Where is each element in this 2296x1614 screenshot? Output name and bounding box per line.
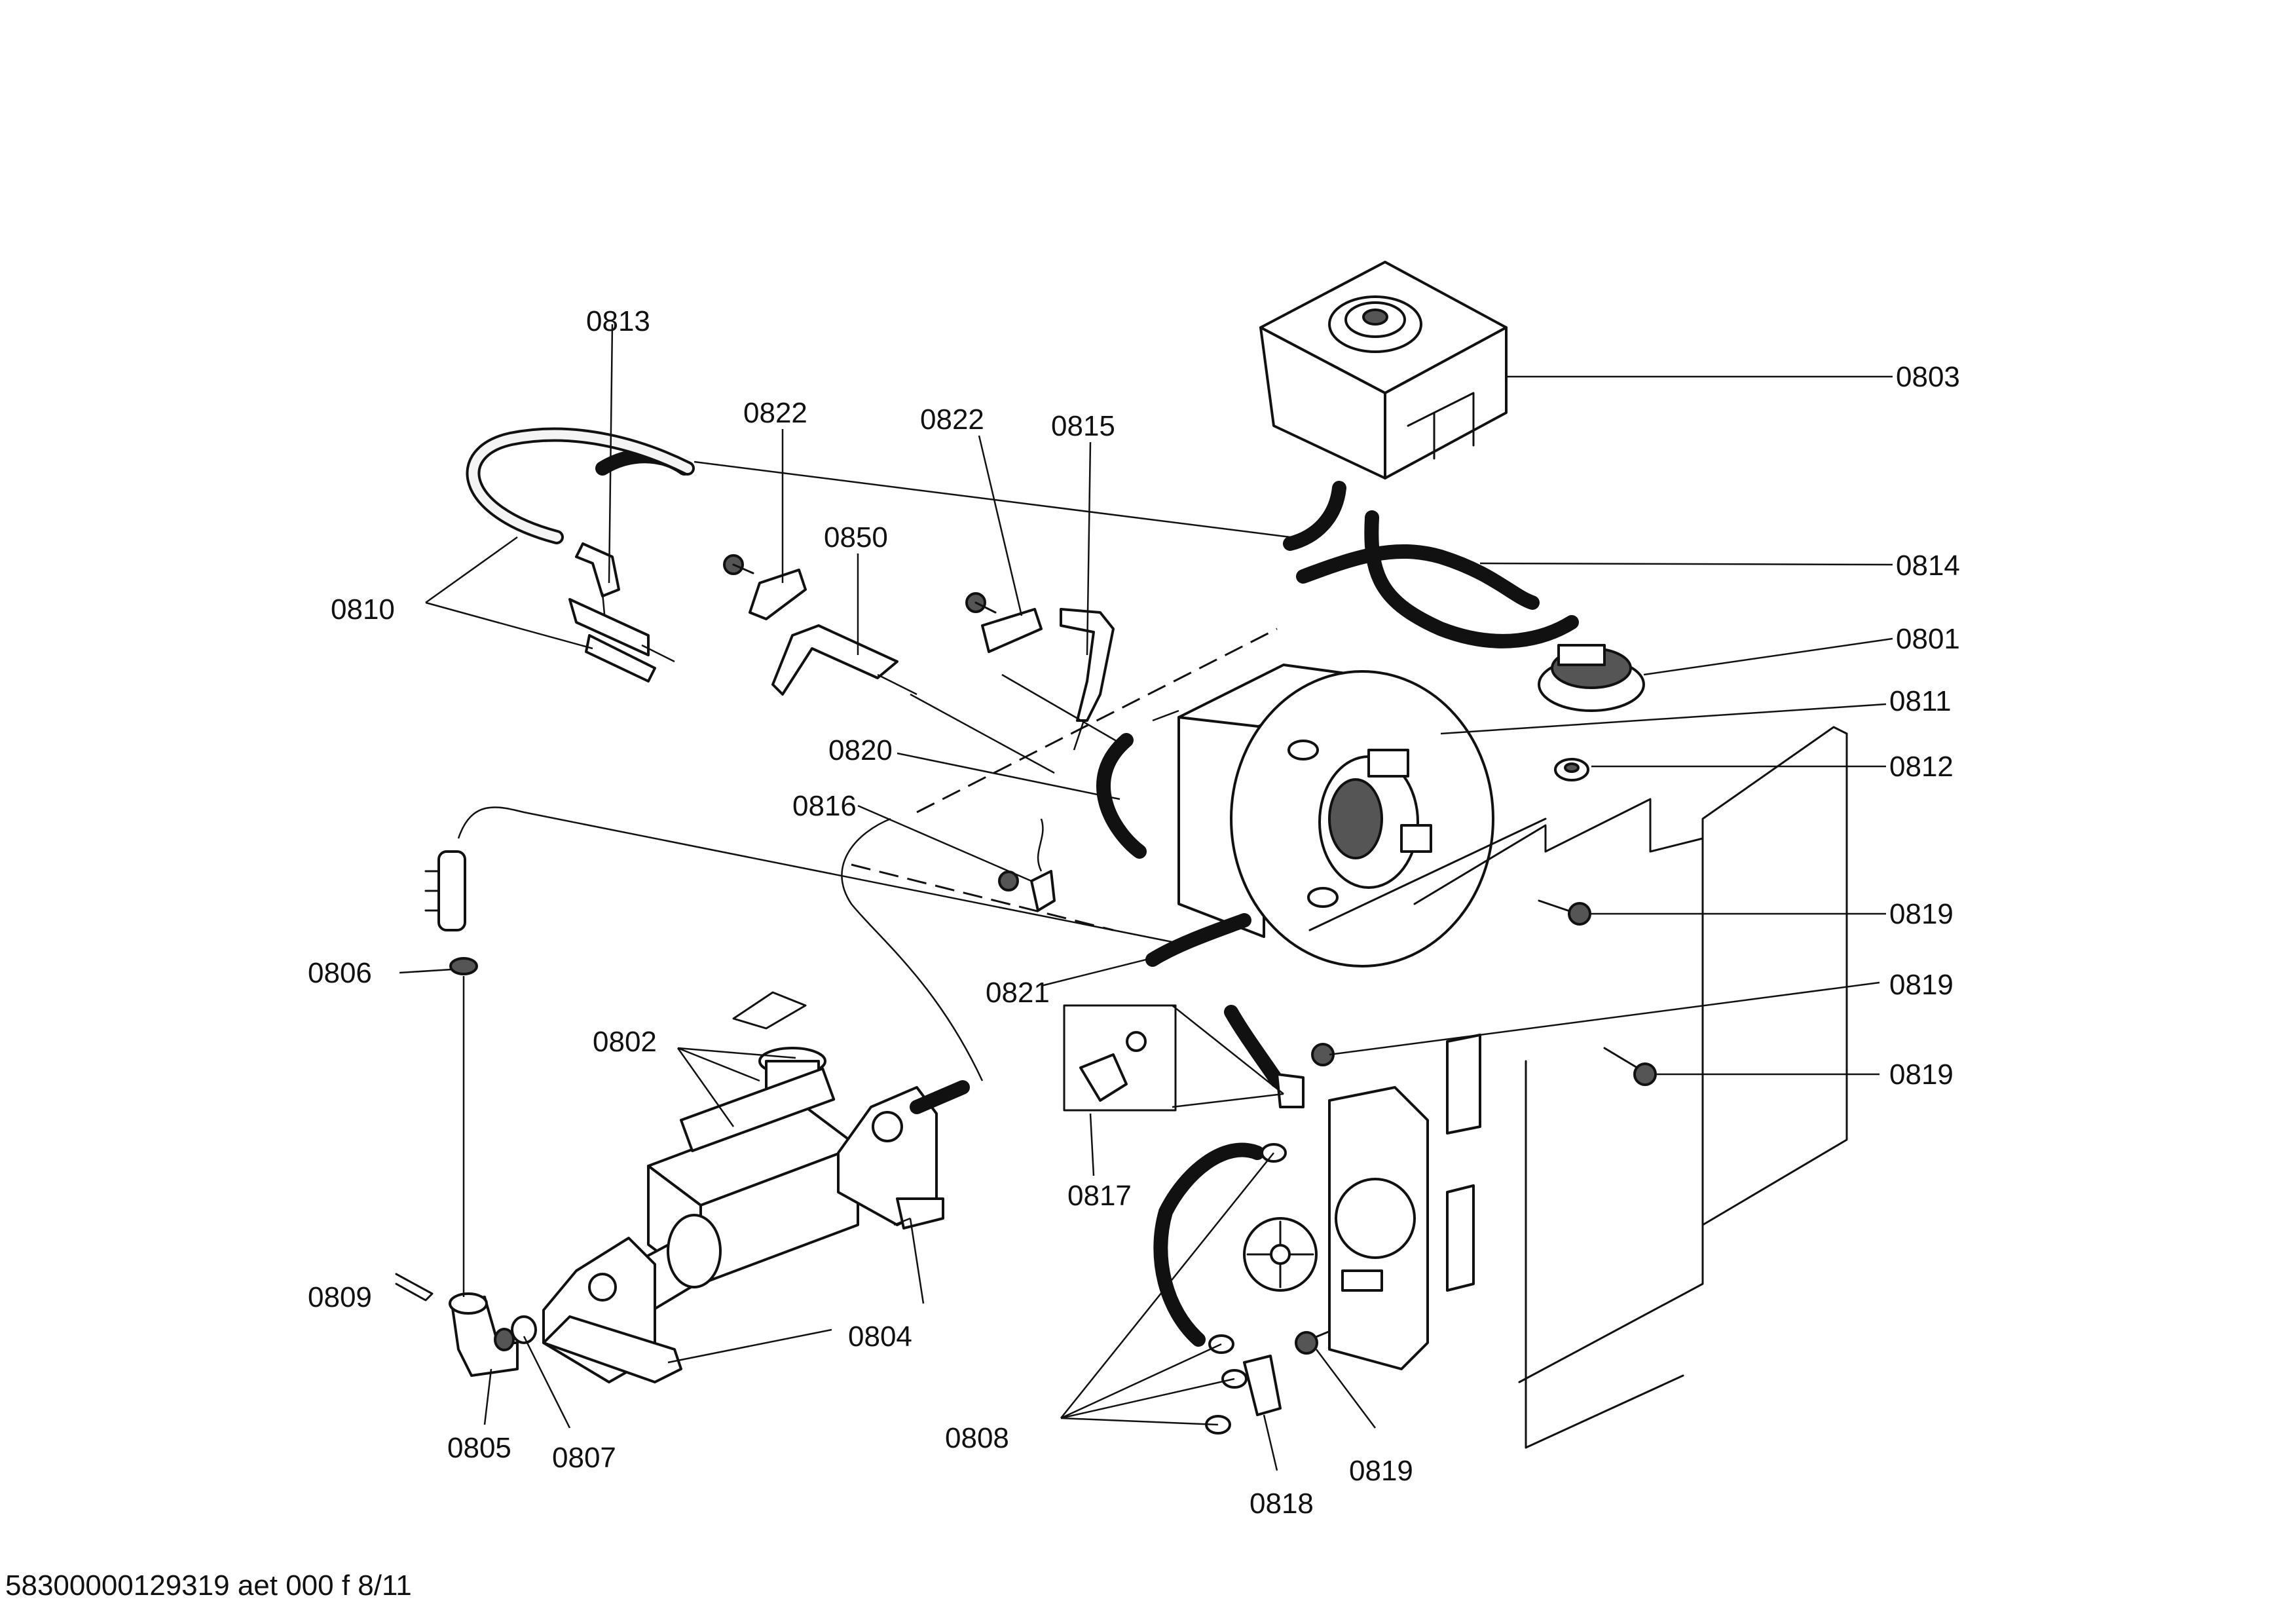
part-0804-mount-rear — [837, 1086, 944, 1229]
part-0812-nut — [1554, 758, 1589, 781]
callout-0820: 0820 — [828, 734, 893, 766]
part-drawings — [395, 261, 1848, 1449]
callout-0819-d: 0819 — [1349, 1455, 1413, 1487]
callout-0808: 0808 — [945, 1422, 1009, 1454]
callout-0809: 0809 — [308, 1281, 372, 1313]
part-hose-segment — [910, 1080, 970, 1114]
part-0819-screw-c — [1603, 1047, 1657, 1086]
callout-0850: 0850 — [824, 521, 888, 554]
callout-0819-a: 0819 — [1889, 898, 1953, 930]
callout-0815: 0815 — [1051, 410, 1115, 442]
part-0804-mount-front — [542, 1237, 682, 1383]
callout-0805: 0805 — [447, 1432, 511, 1464]
part-0822-clip-right — [965, 592, 1043, 653]
callout-0804: 0804 — [848, 1321, 912, 1353]
callout-0821: 0821 — [986, 977, 1050, 1009]
callout-0814: 0814 — [1896, 550, 1960, 582]
part-0810-bracket — [568, 598, 675, 683]
document-id-footer: 58300000129319 aet 000 f 8/11 — [5, 1569, 412, 1602]
callout-0822-right: 0822 — [920, 404, 984, 436]
callout-0812: 0812 — [1889, 751, 1953, 783]
callout-0801: 0801 — [1896, 623, 1960, 655]
part-0819-screw-a — [1538, 899, 1591, 926]
leader-lines — [399, 324, 1893, 1471]
callout-0806: 0806 — [308, 957, 372, 989]
part-0808-hose — [1153, 1142, 1287, 1435]
callout-0813: 0813 — [586, 305, 650, 337]
callout-0803: 0803 — [1896, 361, 1960, 393]
control-unit — [1328, 1034, 1481, 1370]
part-number-callouts: 0813 0822 0822 0815 0850 0810 0803 0814 … — [308, 305, 1960, 1520]
callout-0810: 0810 — [331, 593, 395, 626]
callout-0822-left: 0822 — [743, 397, 807, 429]
back-plate — [1308, 726, 1848, 1449]
part-0813-hose-elbow — [466, 427, 695, 629]
part-0814-hose — [1283, 481, 1579, 648]
part-0809-clip — [395, 1273, 434, 1302]
part-0821-hose — [1145, 913, 1251, 967]
part-0850-sensor — [771, 624, 917, 696]
part-0807-o-ring — [494, 1315, 537, 1351]
callout-0819-c: 0819 — [1889, 1059, 1953, 1091]
part-0817-clip-box — [1063, 1004, 1177, 1112]
part-0811-boiler-housing — [1177, 664, 1494, 967]
callout-0816: 0816 — [792, 790, 857, 822]
callout-0818: 0818 — [1250, 1488, 1314, 1520]
part-0801-flowmeter — [1538, 644, 1645, 712]
callout-0807: 0807 — [552, 1442, 616, 1474]
callout-0802: 0802 — [593, 1026, 657, 1058]
part-0806-fitting — [424, 850, 478, 975]
part-0822-clip-left — [723, 554, 807, 620]
callout-0817: 0817 — [1067, 1180, 1132, 1212]
part-0820-hose — [1096, 709, 1179, 859]
part-strap — [1224, 1005, 1305, 1108]
part-0816-connector — [998, 818, 1056, 912]
part-0805-elbow — [449, 1292, 519, 1377]
callout-0819-b: 0819 — [1889, 969, 1953, 1001]
part-0803-tank-cover — [1259, 261, 1508, 479]
callout-0811: 0811 — [1889, 685, 1952, 717]
part-0818-impeller — [1243, 1217, 1318, 1292]
connection-lines — [457, 460, 1291, 1297]
